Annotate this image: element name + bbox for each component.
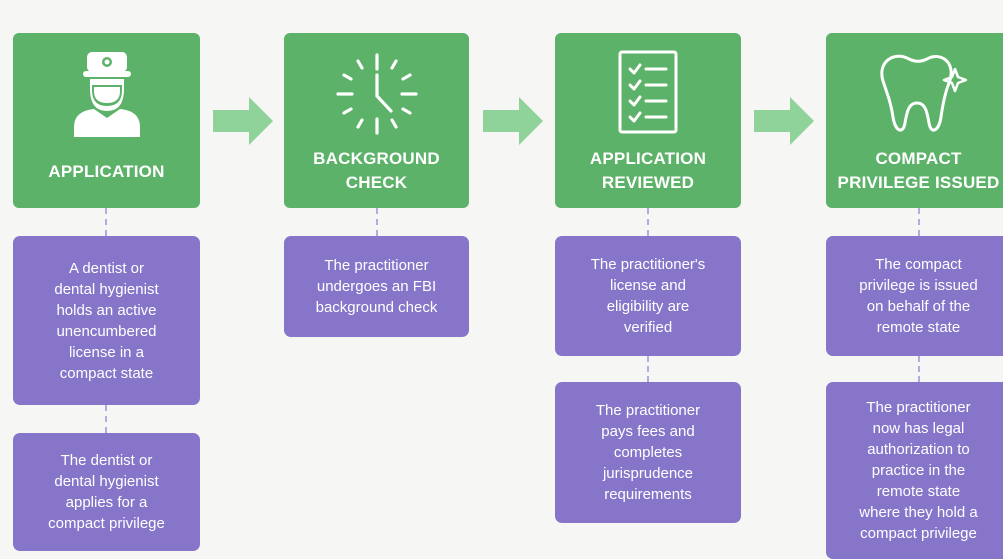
dentist-icon <box>13 49 200 137</box>
step-title: APPLICATION REVIEWED <box>589 149 707 192</box>
connector-line <box>918 208 920 236</box>
step-compact-privilege-issued: COMPACT PRIVILEGE ISSUED <box>826 33 1003 208</box>
description-box: The practitioner now has legal authoriza… <box>826 382 1003 559</box>
description-box: The compact privilege is issued on behal… <box>826 236 1003 356</box>
step-background-check: BACKGROUND CHECK <box>284 33 469 208</box>
clock-icon <box>284 49 469 139</box>
tooth-icon <box>826 51 1003 139</box>
step-title: APPLICATION <box>48 162 165 181</box>
connector-line <box>105 208 107 236</box>
connector-line <box>918 356 920 382</box>
connector-line <box>647 356 649 382</box>
description-box: The practitioner undergoes an FBI backgr… <box>284 236 469 337</box>
step-application-reviewed: APPLICATION REVIEWED <box>555 33 741 208</box>
description-box: The dentist or dental hygienist applies … <box>13 433 200 551</box>
description-box: The practitioner's license and eligibili… <box>555 236 741 356</box>
step-application: APPLICATION <box>13 33 200 208</box>
connector-line <box>105 405 107 433</box>
step-title: BACKGROUND CHECK <box>313 149 440 192</box>
connector-line <box>647 208 649 236</box>
checklist-icon <box>555 49 741 137</box>
arrow-right-icon <box>483 97 543 145</box>
connector-line <box>376 208 378 236</box>
step-title: COMPACT PRIVILEGE ISSUED <box>837 149 1000 192</box>
arrow-right-icon <box>754 97 814 145</box>
arrow-right-icon <box>213 97 273 145</box>
description-box: The practitioner pays fees and completes… <box>555 382 741 523</box>
description-box: A dentist or dental hygienist holds an a… <box>13 236 200 405</box>
